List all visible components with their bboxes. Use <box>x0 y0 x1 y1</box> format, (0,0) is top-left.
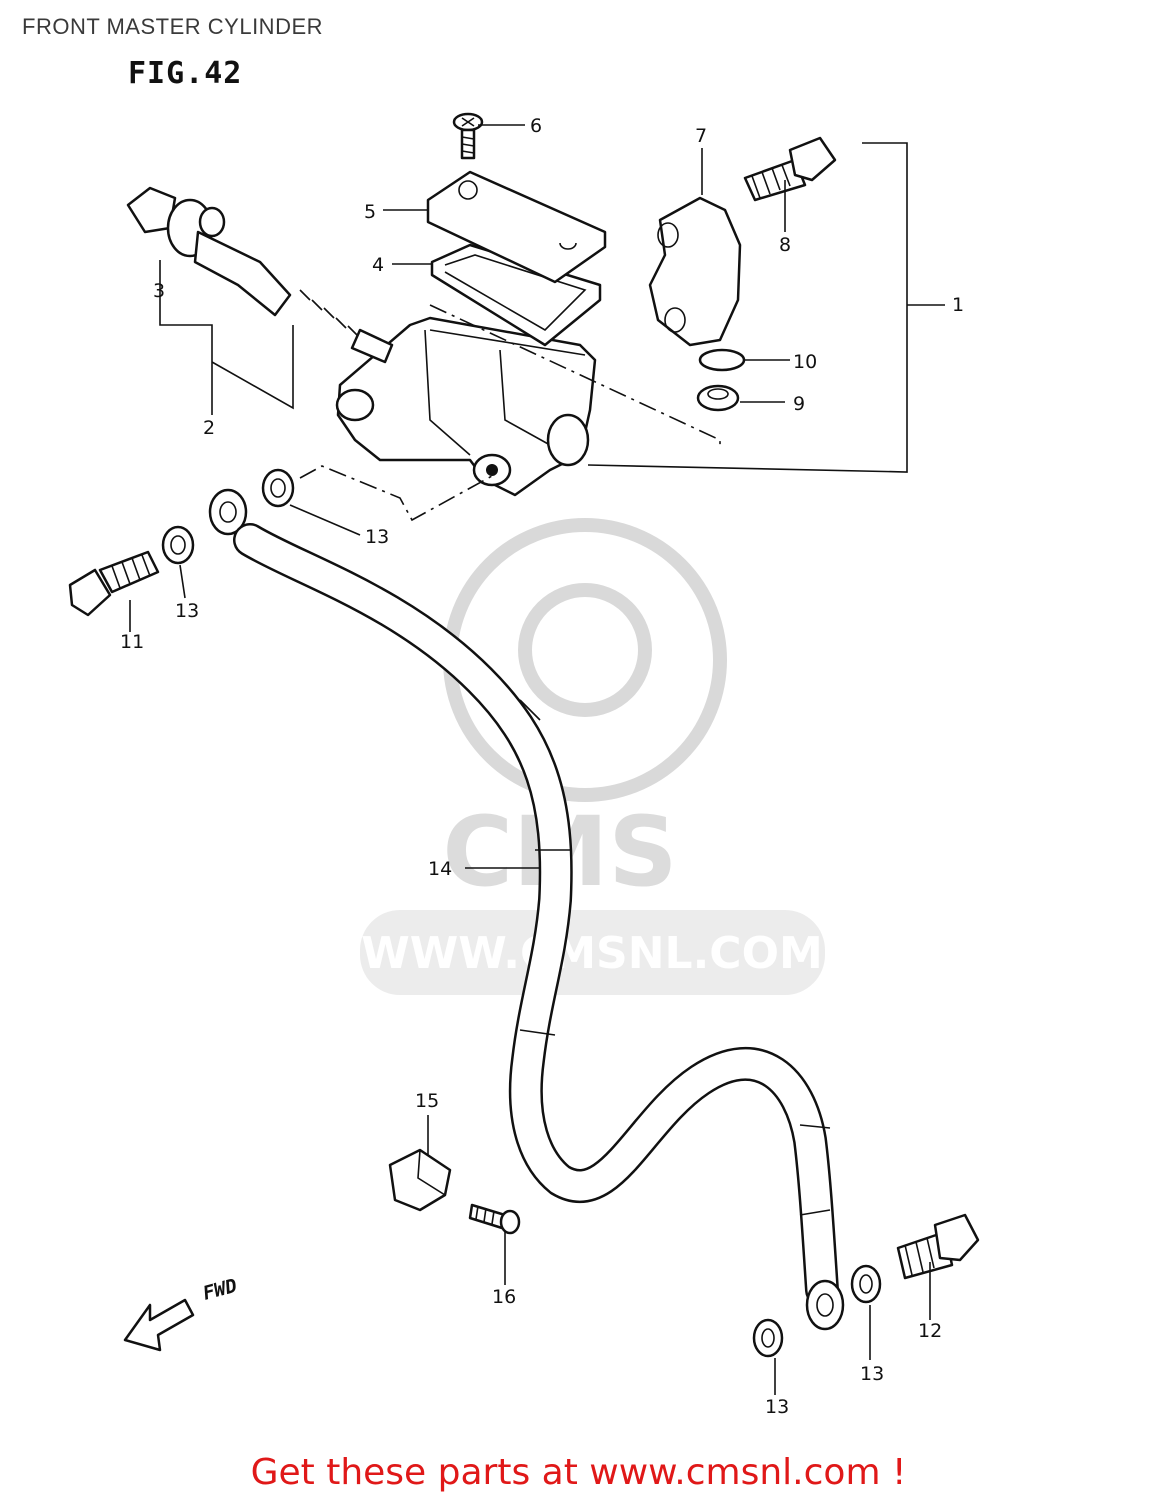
callout-14: 14 <box>428 858 452 880</box>
page-title: FRONT MASTER CYLINDER <box>22 14 324 39</box>
watermark: CMS WWW.CMSNL.COM <box>360 518 825 995</box>
gasket <box>261 468 295 508</box>
callout-2: 2 <box>203 417 215 439</box>
forward-label: FWD <box>201 1275 240 1305</box>
callout-16: 16 <box>492 1286 516 1308</box>
lever-holder <box>648 196 742 347</box>
gasket <box>752 1318 784 1358</box>
union-bolt-upper <box>68 550 160 617</box>
o-ring <box>698 348 746 372</box>
callout-numbers: 1 2 3 4 5 6 7 8 9 10 11 12 13 13 13 13 1… <box>120 115 964 1418</box>
callout-15: 15 <box>415 1090 439 1112</box>
master-cylinder-body <box>335 316 597 497</box>
callout-13: 13 <box>860 1363 884 1385</box>
leader-lines <box>129 124 945 1395</box>
callout-13: 13 <box>765 1396 789 1418</box>
clamp-screw <box>468 1203 521 1235</box>
brake-hose <box>208 488 845 1331</box>
plug <box>696 384 740 412</box>
callout-3: 3 <box>153 280 165 302</box>
callout-11: 11 <box>120 631 144 653</box>
diaphragm <box>430 243 602 347</box>
piston-assembly <box>126 186 394 364</box>
gasket <box>850 1264 882 1304</box>
union-bolt-lower <box>896 1213 980 1280</box>
callout-10: 10 <box>793 351 817 373</box>
callout-4: 4 <box>372 254 384 276</box>
callout-12: 12 <box>918 1320 942 1342</box>
reservoir-cap <box>426 170 607 284</box>
callout-13: 13 <box>365 526 389 548</box>
callout-6: 6 <box>530 115 542 137</box>
watermark-url-text: WWW.CMSNL.COM <box>361 928 823 979</box>
callout-1: 1 <box>952 294 964 316</box>
figure-label: FIG.42 <box>128 56 243 91</box>
footer-link[interactable]: Get these parts at www.cmsnl.com ! <box>250 1452 907 1493</box>
callout-5: 5 <box>364 201 376 223</box>
cap-screw <box>452 112 484 160</box>
callout-8: 8 <box>779 234 791 256</box>
gasket <box>161 525 195 565</box>
holder-bolt <box>743 136 837 202</box>
hose-clamp <box>388 1148 452 1212</box>
forward-direction-marker: FWD <box>123 1275 240 1352</box>
callout-7: 7 <box>695 125 707 147</box>
callout-13: 13 <box>175 600 199 622</box>
callout-9: 9 <box>793 393 805 415</box>
